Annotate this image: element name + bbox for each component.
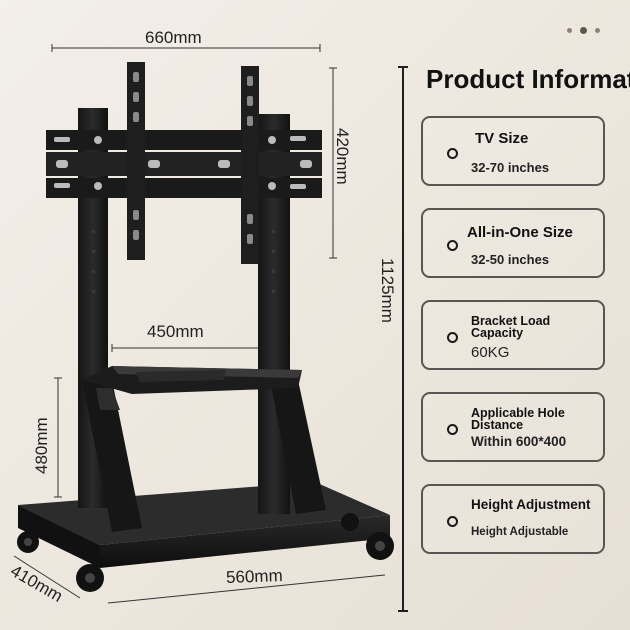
dimension-shelf-width: 450mm <box>147 322 204 341</box>
bullet-icon <box>447 332 458 343</box>
tv-stand-illustration <box>13 44 394 604</box>
carousel-dot-active[interactable] <box>580 27 587 34</box>
dimension-lines <box>13 44 386 604</box>
dimension-width-top: 660mm <box>145 28 202 47</box>
bullet-icon <box>447 148 458 159</box>
dimension-shelf-height: 480mm <box>32 417 51 474</box>
mount-crossbars <box>46 130 322 198</box>
spec-value: Height Adjustable <box>471 526 569 538</box>
height-dimension-line <box>398 66 408 612</box>
spec-card-tv-size: TV Size 32-70 inches <box>421 116 605 186</box>
bullet-icon <box>447 240 458 251</box>
spec-card-height-adjustment: Height Adjustment Height Adjustable <box>421 484 605 554</box>
shelf <box>82 366 302 394</box>
vesa-arms <box>127 62 259 264</box>
spec-label: TV Size <box>475 130 529 147</box>
spec-value: 32-50 inches <box>471 252 550 267</box>
product-info-title: Product Information <box>426 64 630 94</box>
spec-label: Height Adjustment <box>471 497 591 512</box>
stand-base <box>18 482 390 568</box>
dimension-total-height: 1125mm <box>378 258 397 323</box>
dimension-bracket-height: 420mm <box>333 128 352 185</box>
spec-label: Bracket Load Capacity <box>471 314 551 340</box>
spec-card-hole-distance: Applicable Hole Distance Within 600*400 <box>421 392 605 462</box>
carousel-dots[interactable] <box>567 27 600 34</box>
spec-label: All-in-One Size <box>467 224 573 241</box>
spec-value: 60KG <box>471 344 510 361</box>
spec-label: Applicable Hole Distance <box>471 406 565 432</box>
bullet-icon <box>447 516 458 527</box>
spec-card-all-in-one-size: All-in-One Size 32-50 inches <box>421 208 605 278</box>
spec-value: Within 600*400 <box>471 434 567 449</box>
caster-wheels <box>17 513 394 592</box>
carousel-dot[interactable] <box>595 28 600 33</box>
stand-legs <box>82 380 326 532</box>
spec-card-bracket-load: Bracket Load Capacity 60KG <box>421 300 605 370</box>
bullet-icon <box>447 424 458 435</box>
carousel-dot[interactable] <box>567 28 572 33</box>
spec-value: 32-70 inches <box>471 160 550 175</box>
dimension-base-width: 560mm <box>225 566 283 587</box>
